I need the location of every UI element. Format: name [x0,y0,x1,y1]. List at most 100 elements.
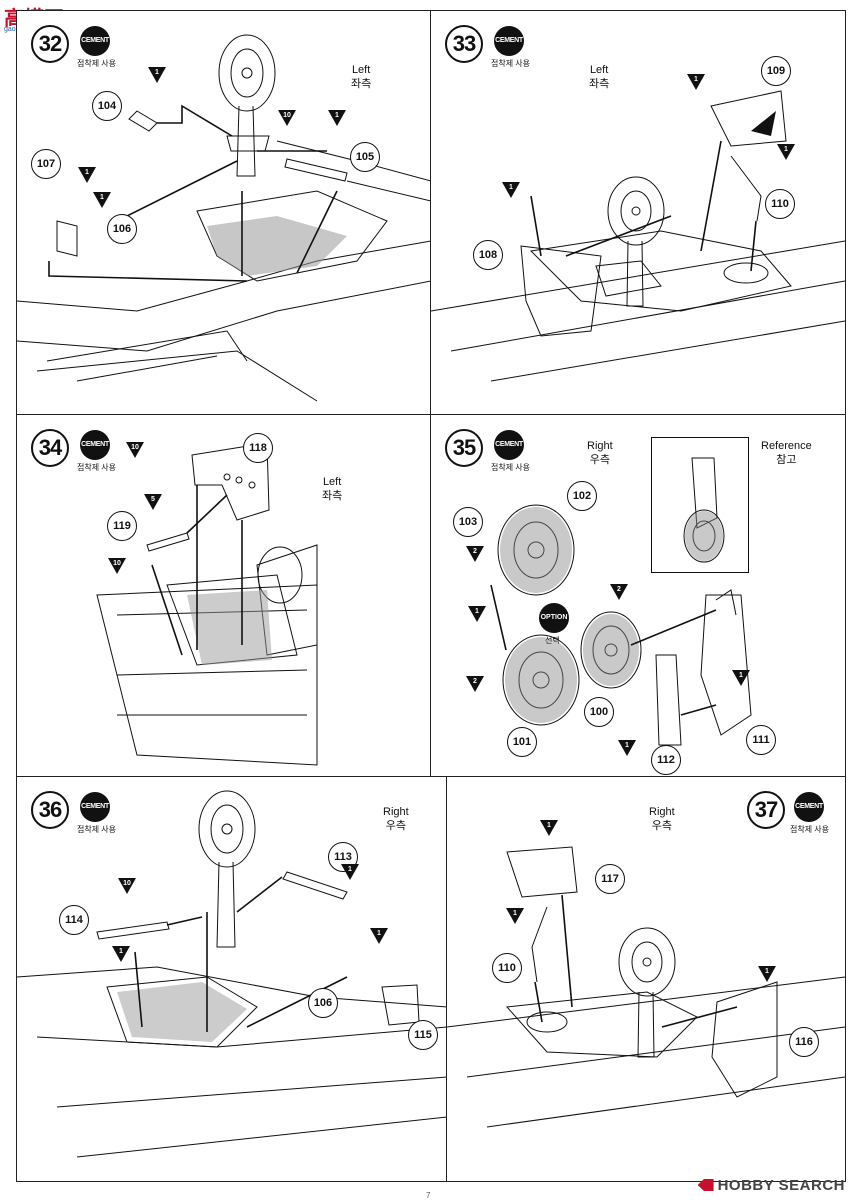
quantity-marker-label: 10 [131,444,139,451]
quantity-marker-label: 1 [765,968,769,975]
watermark-text: HOBBY SEARCH [717,1177,845,1194]
side-label-en: Right [649,806,675,818]
reference-label-en: Reference [761,440,812,452]
side-label-en: Left [351,64,371,76]
side-label-ko: 좌측 [589,78,610,90]
quantity-marker-label: 1 [155,69,159,76]
side-label: Right 우측 [587,439,613,467]
part-115: 115 [408,1020,438,1050]
side-label-en: Right [587,440,613,452]
cement-caption: 점착제 사용 [77,59,117,68]
quantity-marker-label: 1 [509,184,513,191]
cement-icon: CEMENT [80,26,110,56]
side-label: Left 좌측 [589,63,609,91]
part-114: 114 [59,905,89,935]
part-108: 108 [473,240,503,270]
side-label-ko: 우측 [385,820,406,832]
side-label: Left 좌측 [351,63,371,91]
step-number: 34 [31,429,69,467]
side-label: Right 우측 [649,805,675,833]
part-107: 107 [31,149,61,179]
part-100: 100 [584,697,614,727]
hobby-search-icon [697,1179,714,1191]
cement-caption: 접착제 사용 [77,825,117,834]
part-104: 104 [92,91,122,121]
quantity-marker-label: 1 [100,194,104,201]
quantity-marker-label: 1 [739,672,743,679]
cement-icon: CEMENT [494,26,524,56]
part-106: 106 [308,988,338,1018]
quantity-marker-label: 1 [475,608,479,615]
quantity-marker-label: 1 [513,910,517,917]
step-32-drawing [17,34,431,402]
part-112: 112 [651,745,681,775]
step-36-drawing [17,790,447,1158]
quantity-marker-label: 2 [473,678,477,685]
quantity-marker-label: 1 [85,169,89,176]
cement-caption: 접착제 사용 [77,463,117,472]
part-109: 109 [761,56,791,86]
part-101: 101 [507,727,537,757]
cement-icon: CEMENT [794,792,824,822]
step-number: 33 [445,25,483,63]
page-number: 7 [426,1191,431,1200]
part-119: 119 [107,511,137,541]
quantity-marker-label: 2 [617,586,621,593]
quantity-marker-label: 1 [694,76,698,83]
step-number: 32 [31,25,69,63]
part-118: 118 [243,433,273,463]
part-116: 116 [789,1027,819,1057]
quantity-marker-label: 10 [283,112,291,119]
quantity-marker-label: 10 [123,880,131,887]
option-caption: 선택 [545,636,560,645]
quantity-marker-label: 10 [113,560,121,567]
reference-inset [651,437,749,573]
part-110: 110 [765,189,795,219]
quantity-marker-label: 1 [784,146,788,153]
side-label-en: Left [589,64,609,76]
step-number: 35 [445,429,483,467]
step-number: 36 [31,791,69,829]
cement-icon: CEMENT [80,430,110,460]
quantity-marker-label: 1 [547,822,551,829]
quantity-marker-label: 1 [625,742,629,749]
part-105: 105 [350,142,380,172]
side-label: Right 우측 [383,805,409,833]
quantity-marker-label: 1 [335,112,339,119]
reference-label-ko: 참고 [776,454,797,466]
cement-icon: CEMENT [80,792,110,822]
quantity-marker-label: 1 [119,948,123,955]
part-102: 102 [567,481,597,511]
quantity-marker-label: 2 [473,548,477,555]
reference-label: Reference 참고 [761,439,812,467]
step-35-panel: 35 CEMENT 접착제 사용 Right 우측 Reference 참고 OPT… [430,414,846,778]
side-label-ko: 좌측 [351,78,372,90]
quantity-marker-label: 1 [348,866,352,873]
part-111: 111 [746,725,776,755]
reference-drawing [683,457,725,563]
part-110: 110 [492,953,522,983]
side-label-en: Left [322,476,342,488]
option-icon: OPTION [539,603,569,633]
step-35-drawing [490,504,752,746]
cement-caption: 접착제 사용 [491,59,531,68]
quantity-marker-label: 1 [377,930,381,937]
step-37-drawing [447,846,845,1128]
watermark: HOBBY SEARCH [697,1177,845,1194]
step-number: 37 [747,791,785,829]
side-label-en: Right [383,806,409,818]
side-label-ko: 우측 [589,454,610,466]
quantity-marker-label: 5 [151,496,155,503]
cement-caption: 접착제 사용 [491,463,531,472]
side-label-ko: 우측 [651,820,672,832]
cement-icon: CEMENT [494,430,524,460]
part-117: 117 [595,864,625,894]
step-33-panel: 33 CEMENT 접착제 사용 Left 좌측 109 110 108 1 1 1 [430,10,846,416]
part-106: 106 [107,214,137,244]
part-103: 103 [453,507,483,537]
